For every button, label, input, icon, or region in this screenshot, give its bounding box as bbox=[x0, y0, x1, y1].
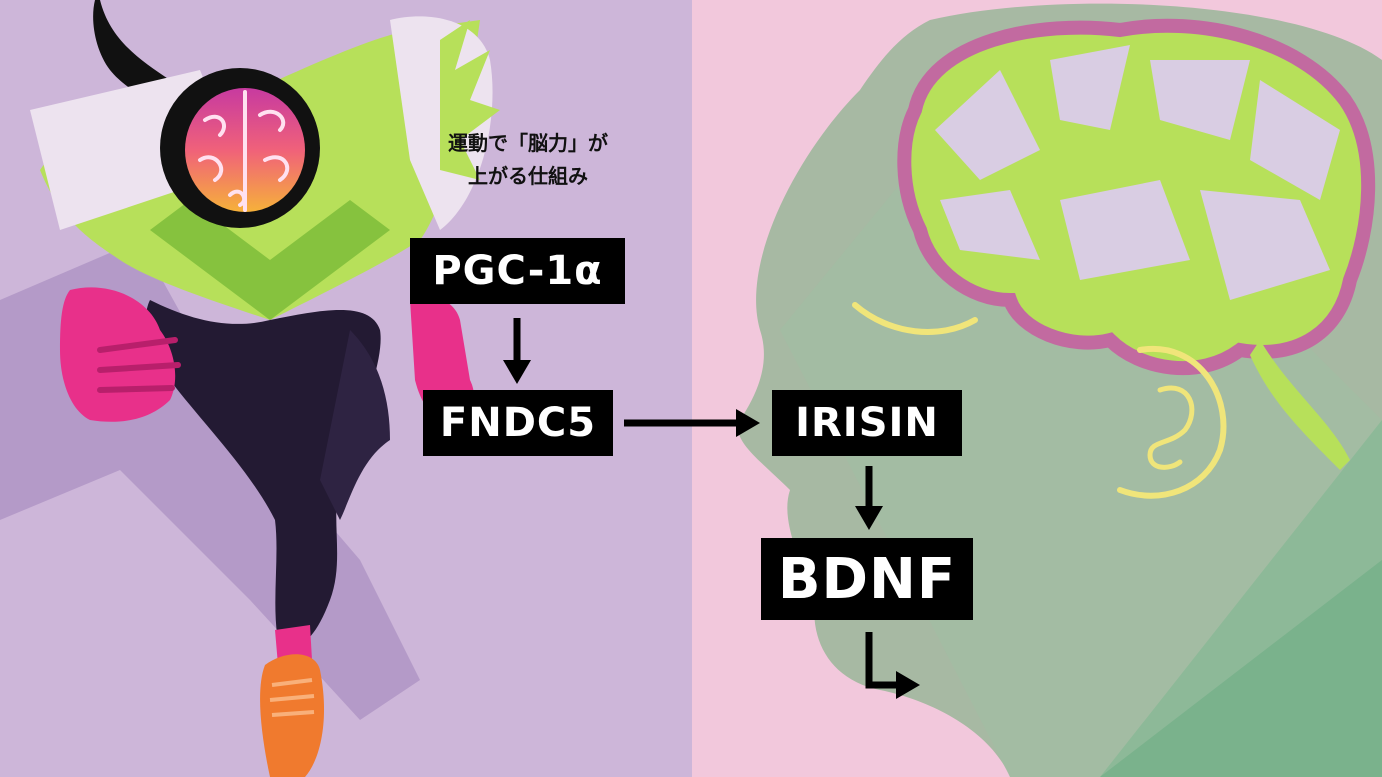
runner-leg-2 bbox=[320, 330, 390, 520]
runner-shoe-lace bbox=[269, 678, 315, 717]
arrow-pgc-to-fndc5 bbox=[503, 318, 531, 384]
runner-shoe bbox=[260, 654, 325, 777]
brow-arc bbox=[852, 302, 978, 335]
brain-stem bbox=[1250, 340, 1350, 470]
diagram-title-line-2: 上がる仕組み bbox=[468, 164, 588, 188]
arrow-irisin-to-bdnf bbox=[855, 466, 883, 530]
diagram-title-line-1: 運動で「脳力」が bbox=[448, 131, 608, 155]
arrow-bdnf-out bbox=[865, 632, 920, 699]
brain-facets-3 bbox=[1150, 60, 1250, 140]
node-fndc5: FNDC5 bbox=[423, 390, 613, 456]
brain-facets-6 bbox=[1060, 180, 1190, 280]
brain-facets-5 bbox=[940, 190, 1040, 260]
runner-brain-folds bbox=[198, 90, 290, 212]
runner-right-glove bbox=[410, 296, 474, 420]
node-pgc-1a: PGC-1α bbox=[410, 238, 625, 304]
brain-facets-7 bbox=[1200, 190, 1330, 300]
brain-facets-2 bbox=[1050, 45, 1130, 130]
runner-jacket-shade bbox=[150, 200, 390, 320]
ear-arc bbox=[1117, 345, 1227, 499]
ear-inner bbox=[1147, 385, 1195, 470]
brain-facets-4 bbox=[1250, 80, 1340, 200]
node-bdnf: BDNF bbox=[761, 538, 973, 620]
runner-lime-fringe bbox=[440, 20, 500, 180]
runner-left-glove-fingers bbox=[97, 337, 181, 393]
node-irisin: IRISIN bbox=[772, 390, 962, 456]
brain-facets-1 bbox=[935, 70, 1040, 180]
arrow-fndc5-to-irisin bbox=[624, 409, 760, 437]
runner-leg bbox=[146, 300, 381, 650]
